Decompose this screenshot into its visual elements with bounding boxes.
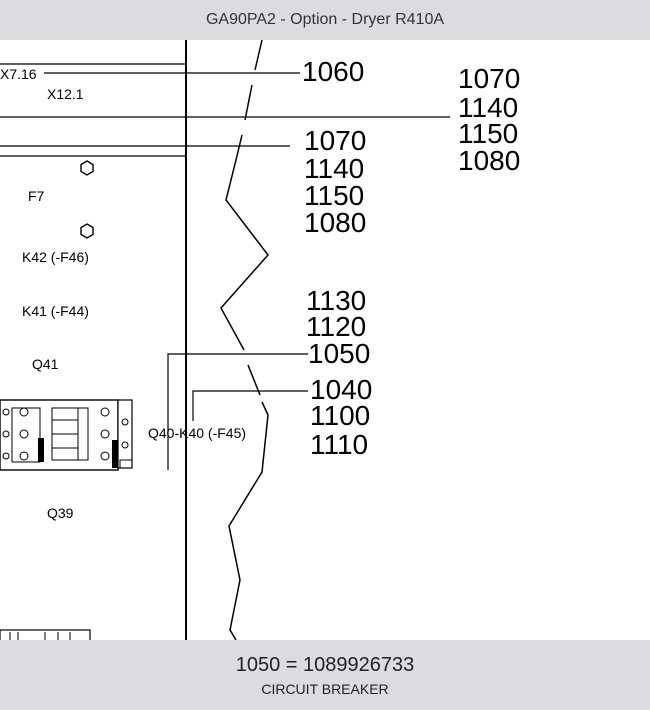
ref-1120[interactable]: 1120 [306, 311, 366, 342]
ref-1100[interactable]: 1100 [310, 400, 370, 431]
hex-terminal [80, 160, 94, 176]
part-description: CIRCUIT BREAKER [261, 680, 389, 697]
ref-1130[interactable]: 1130 [306, 285, 366, 316]
ref-1060[interactable]: 1060 [302, 56, 364, 87]
wiring-diagram: X7.16 X12.1 F7 K42 (-F46) K41 (-F44) Q41… [0, 40, 520, 640]
label-k42: K42 (-F46) [22, 249, 89, 265]
label-k41: K41 (-F44) [22, 303, 89, 319]
page-title: GA90PA2 - Option - Dryer R410A [205, 11, 445, 28]
label-x121: X12.1 [47, 86, 84, 102]
ref-1080[interactable]: 1080 [304, 207, 366, 238]
ref-1150-right[interactable]: 1150 [458, 118, 518, 149]
ref-1140[interactable]: 1140 [304, 153, 364, 184]
label-x716: X7.16 [0, 66, 37, 82]
diagram-canvas: X7.16 X12.1 F7 K42 (-F46) K41 (-F44) Q41… [0, 40, 650, 640]
label-q41: Q41 [32, 356, 59, 372]
ref-1110[interactable]: 1110 [310, 429, 368, 460]
label-q40-k40: Q40-K40 (-F45) [148, 425, 246, 441]
circuit-breaker-component[interactable] [0, 399, 133, 471]
part-info-bar: 1050 = 1089926733 CIRCUIT BREAKER [0, 640, 650, 710]
part-number: 1050 = 1089926733 [235, 653, 415, 676]
ref-1140-right[interactable]: 1140 [458, 92, 518, 123]
ref-1150[interactable]: 1150 [304, 180, 364, 211]
ref-1080-right[interactable]: 1080 [458, 145, 520, 176]
wire-1040 [192, 390, 308, 421]
wire-1050 [167, 353, 308, 470]
label-f7: F7 [28, 188, 45, 204]
ref-1070-right[interactable]: 1070 [458, 63, 520, 94]
ref-1050[interactable]: 1050 [308, 338, 370, 369]
ref-1070[interactable]: 1070 [304, 125, 366, 156]
header-bar: GA90PA2 - Option - Dryer R410A [0, 0, 650, 40]
ref-1040[interactable]: 1040 [310, 374, 372, 405]
label-q39: Q39 [47, 505, 74, 521]
break-line [220, 40, 269, 640]
hex-terminal [80, 223, 94, 239]
terminal-block [0, 629, 91, 640]
